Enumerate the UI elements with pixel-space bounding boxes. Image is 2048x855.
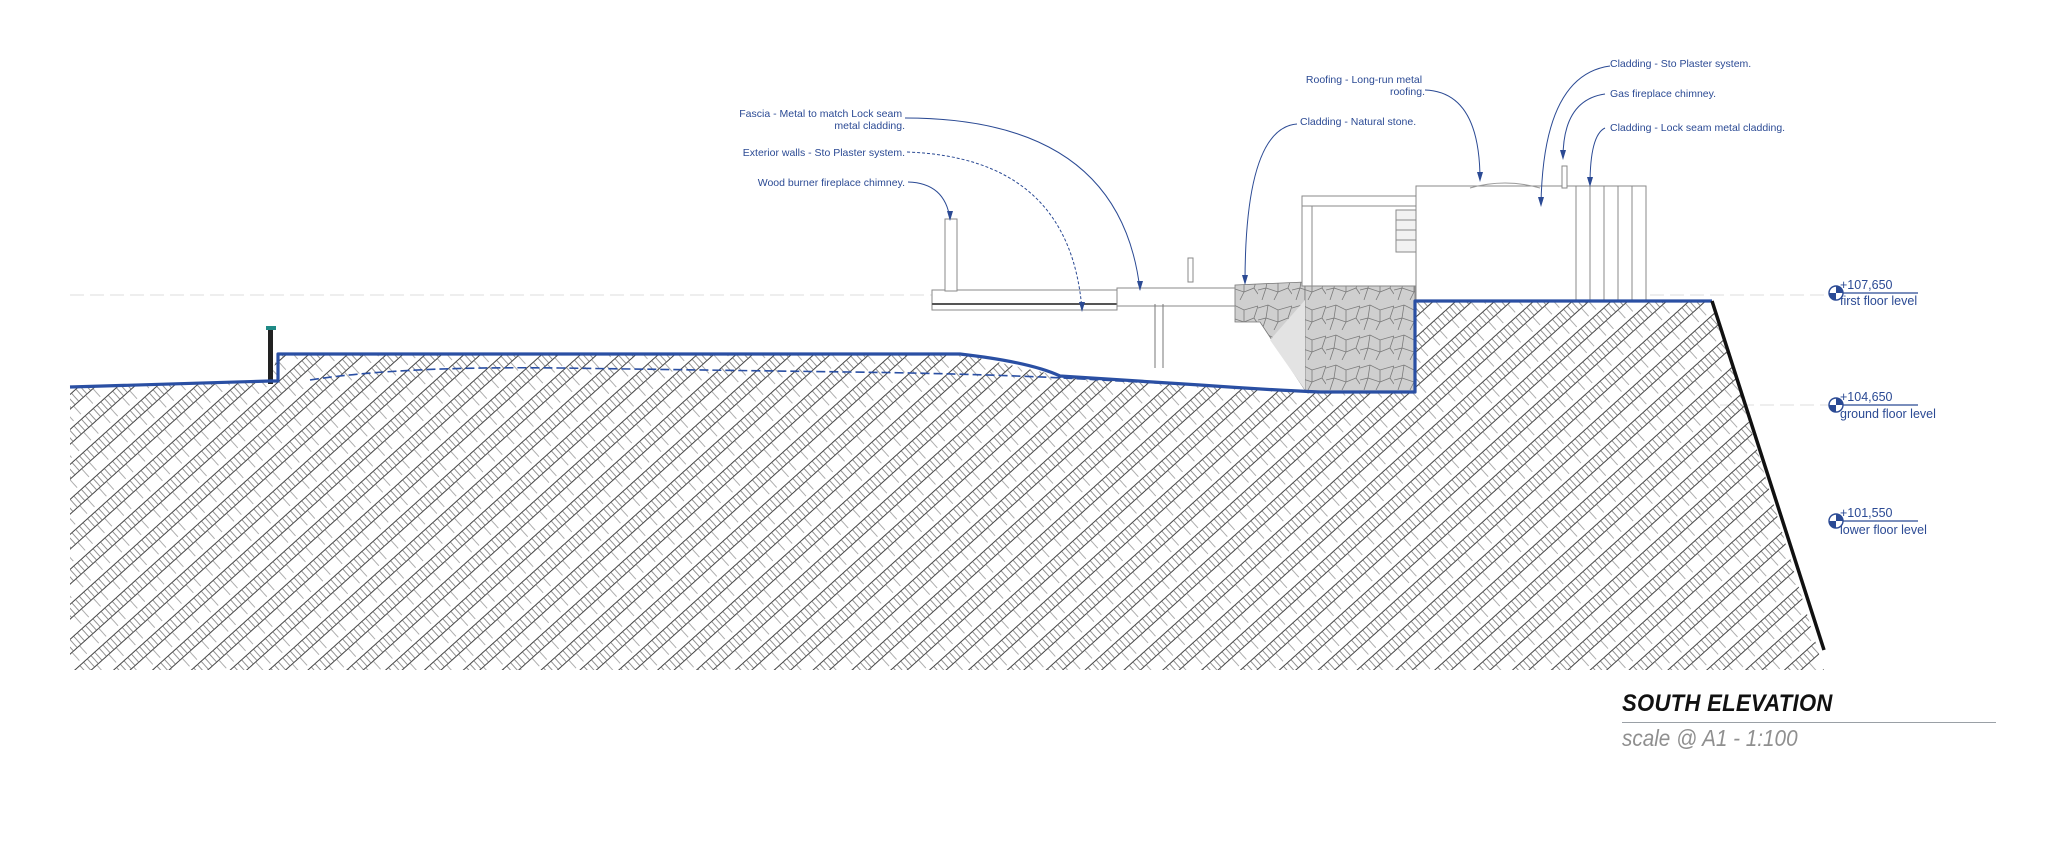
level-name: first floor level	[1840, 294, 1917, 308]
wood-burner-chimney	[944, 218, 958, 292]
cladding-sto-note: Cladding - Sto Plaster system.	[1610, 58, 1751, 70]
drawing-scale: scale @ A1 - 1:100	[1622, 725, 1798, 751]
fence-post-cap	[266, 326, 276, 330]
cladding-stone-note: Cladding - Natural stone.	[1300, 116, 1416, 128]
fascia-note: Fascia - Metal to match Lock seam metal …	[739, 108, 905, 132]
drawing-title: SOUTH ELEVATION	[1622, 690, 1833, 717]
cliff-edge	[1710, 300, 1826, 651]
wood-burner-note: Wood burner fireplace chimney.	[758, 177, 905, 189]
level-marker-first: +107,650 first floor level	[1828, 278, 1918, 308]
shadow-wedge	[1270, 300, 1305, 390]
level-value: +104,650	[1840, 390, 1893, 404]
fence-post	[268, 327, 273, 384]
level-value: +107,650	[1840, 278, 1893, 292]
exterior-walls-note: Exterior walls - Sto Plaster system.	[743, 147, 905, 159]
sto-plaster-block	[1415, 185, 1577, 302]
lock-seam-cladding	[1575, 185, 1647, 302]
level-name: lower floor level	[1840, 523, 1927, 537]
small-vent	[1187, 257, 1194, 283]
gas-fireplace-chimney	[1561, 165, 1568, 189]
title-divider	[1622, 722, 1996, 723]
title-block: SOUTH ELEVATION scale @ A1 - 1:100	[1622, 690, 2002, 752]
gas-chimney-note: Gas fireplace chimney.	[1610, 88, 1716, 100]
annotation-leaders	[904, 65, 1611, 311]
level-marker-ground: +104,650 ground floor level	[1828, 390, 1936, 421]
stone-wall-lower	[1304, 281, 1416, 393]
cladding-lockseam-note: Cladding - Lock seam metal cladding.	[1610, 122, 1785, 134]
existing-ground-line	[309, 366, 1321, 393]
deck-canopy	[1116, 287, 1236, 307]
roofing-note: Roofing - Long-run metal roofing.	[1306, 74, 1425, 98]
lower-pavilion	[931, 289, 1118, 311]
annotation-arrowheads	[947, 150, 1593, 312]
level-name: ground floor level	[1840, 407, 1936, 421]
earth-section	[70, 301, 1824, 670]
level-value: +101,550	[1840, 506, 1893, 520]
level-marker-lower: +101,550 lower floor level	[1828, 506, 1927, 537]
